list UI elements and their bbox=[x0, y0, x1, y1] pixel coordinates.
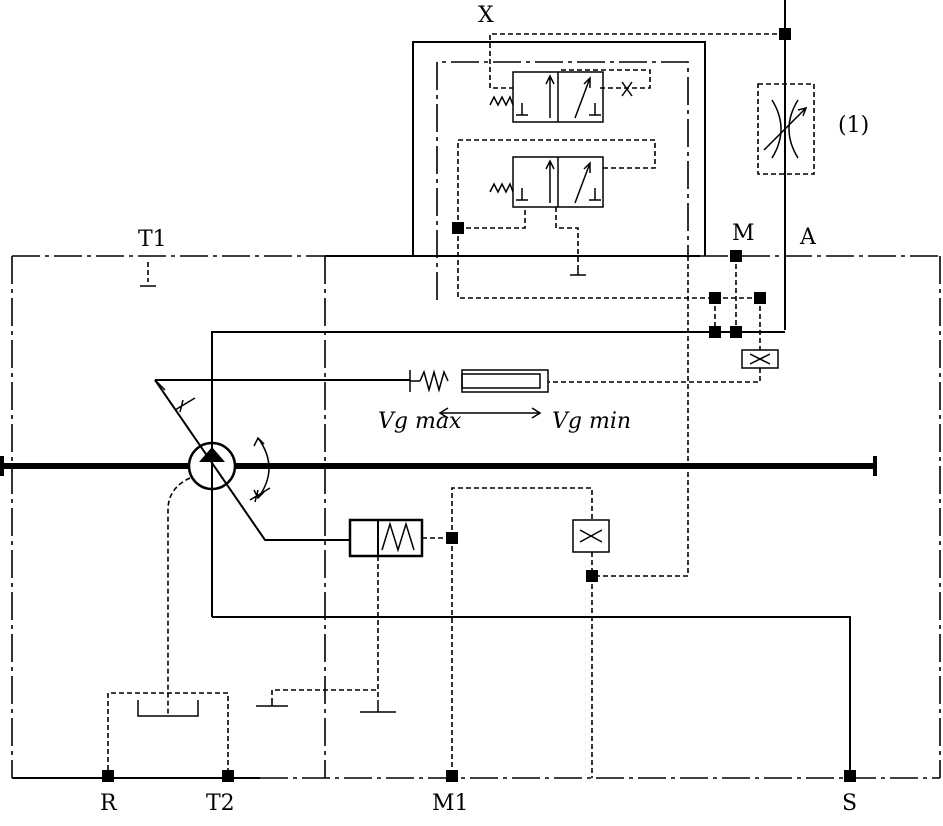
housing-outline bbox=[11, 255, 941, 779]
port-m1-marker bbox=[446, 770, 458, 782]
label-vg-min: Vg min bbox=[552, 409, 631, 434]
label-m: M bbox=[732, 221, 755, 246]
port-m-marker bbox=[730, 250, 742, 262]
labels: X A M T1 T2 R M1 S (1) Vg max Vg min bbox=[100, 3, 869, 816]
throttle-valve bbox=[757, 34, 815, 330]
port-r-marker bbox=[102, 770, 114, 782]
cylinders bbox=[348, 369, 549, 700]
label-t2: T2 bbox=[206, 791, 235, 816]
label-a: A bbox=[799, 225, 817, 250]
label-s: S bbox=[842, 791, 857, 816]
label-throttle-ref: (1) bbox=[838, 113, 869, 138]
drain-lines bbox=[107, 262, 610, 778]
label-vg-max: Vg max bbox=[378, 409, 462, 434]
label-x: X bbox=[478, 3, 494, 28]
pump bbox=[0, 379, 877, 716]
port-s-marker bbox=[844, 770, 856, 782]
port-t2-marker bbox=[222, 770, 234, 782]
label-t1: T1 bbox=[138, 227, 167, 252]
controller-block bbox=[412, 0, 786, 300]
label-r: R bbox=[100, 791, 118, 816]
pressure-lines bbox=[211, 256, 851, 778]
label-m1: M1 bbox=[432, 791, 469, 816]
port-markers bbox=[102, 28, 856, 782]
port-x-marker bbox=[779, 28, 791, 40]
